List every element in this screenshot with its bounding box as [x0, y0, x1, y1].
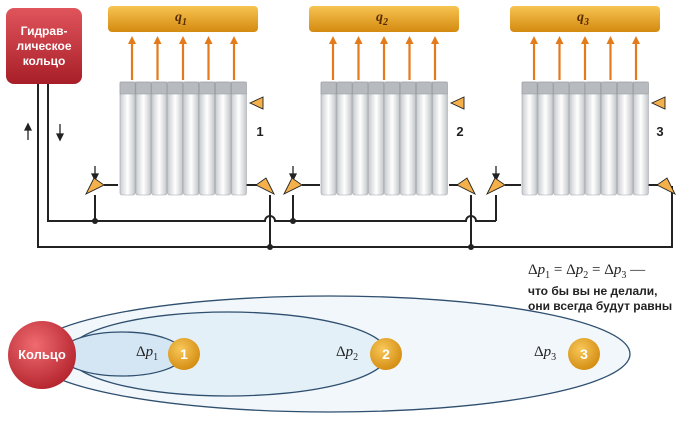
ring-label-line2: лическое — [16, 38, 72, 53]
heat-bar-3 — [510, 6, 660, 32]
inlet-valve — [282, 177, 303, 196]
radiator-1-fin-cap — [119, 81, 136, 95]
outlet-valve — [456, 177, 477, 196]
radiator-1-fin — [135, 81, 152, 196]
loop-3-number: 3 — [580, 346, 588, 362]
radiator-2-fin — [368, 81, 385, 196]
loop-1-pressure: Δp1 — [136, 344, 159, 363]
outlet-valve — [656, 177, 677, 196]
radiator-number-3: 3 — [656, 124, 664, 139]
loop-1-ellipse — [59, 331, 185, 377]
radiator-1-fin — [199, 81, 215, 196]
radiator-3-fin — [585, 81, 601, 196]
loop-3-ball — [568, 338, 600, 370]
radiator-1-fin — [183, 81, 200, 196]
radiator-3-fin — [553, 81, 570, 196]
radiator-2-fin — [384, 81, 401, 196]
radiator-3 — [485, 6, 677, 196]
radiator-1 — [84, 6, 276, 196]
inlet-valve — [84, 177, 105, 196]
inlet-valve — [485, 177, 506, 196]
radiator-2-fin — [400, 81, 416, 196]
radiator-3-fin-cap — [521, 81, 538, 95]
radiator-2 — [282, 6, 477, 196]
caption-line1: что бы вы не делали, — [528, 284, 658, 298]
radiator-3-fin-cap — [569, 81, 586, 95]
radiator-2-fin-cap — [400, 81, 416, 95]
heat-label-2: q2 — [376, 10, 388, 28]
pipe-junctions — [92, 218, 474, 250]
hydraulic-ring-label: Гидрав- лическое кольцо — [6, 8, 82, 84]
radiator-3-fin — [632, 81, 649, 196]
radiator-1-fin-cap — [167, 81, 184, 95]
radiator-2-fin-cap — [336, 81, 353, 95]
radiator-2-fin-cap — [352, 81, 369, 95]
air-vent — [449, 96, 465, 110]
radiator-3-fin — [601, 81, 617, 196]
loop-1-number: 1 — [180, 346, 188, 362]
radiator-1-fin-cap — [135, 81, 152, 95]
radiator-3-fin — [569, 81, 586, 196]
radiator-1-fin-cap — [231, 81, 247, 95]
radiator-2-fin — [416, 81, 432, 196]
loop-3-pressure: Δp3 — [534, 344, 557, 363]
radiator-3-fin-cap — [633, 81, 649, 95]
loop-2-ball — [370, 338, 402, 370]
radiator-2-fin — [431, 81, 448, 196]
loop-1-ball — [168, 338, 200, 370]
outlet-valve — [255, 177, 276, 196]
radiator-3-fin-cap — [617, 81, 633, 95]
heat-bar-2 — [309, 6, 459, 32]
radiator-3-fin — [521, 81, 538, 196]
pressure-equation: Δp1 = Δp2 = Δp3 — — [528, 262, 646, 281]
radiator-2-fin-cap — [384, 81, 400, 95]
radiator-number-2: 2 — [456, 124, 464, 139]
radiator-1-fin-cap — [151, 81, 168, 95]
radiator-3-fin-cap — [585, 81, 601, 95]
radiator-3-fin-cap — [601, 81, 617, 95]
radiator-number-1: 1 — [256, 124, 264, 139]
ring-ball — [8, 321, 76, 389]
radiator-2-fin — [336, 81, 353, 196]
loop-2-pressure: Δp2 — [336, 344, 359, 363]
heat-label-3: q3 — [577, 10, 589, 28]
radiator-2-fin-cap — [432, 81, 448, 95]
air-vent — [248, 96, 264, 110]
radiator-2-fin — [320, 81, 337, 196]
radiator-1-fin — [151, 81, 168, 196]
radiator-1-fin — [167, 81, 184, 196]
heat-label-1: q1 — [175, 10, 187, 28]
ring-label-line1: Гидрав- — [20, 23, 68, 38]
loop-2-number: 2 — [382, 346, 390, 362]
pipes — [37, 84, 673, 248]
radiator-1-fin — [215, 81, 231, 196]
radiator-1-fin — [231, 81, 247, 196]
hydraulic-ring-box — [6, 8, 82, 84]
radiator-2-fin-cap — [320, 81, 337, 95]
radiator-1-fin-cap — [215, 81, 231, 95]
radiator-1-fin — [119, 81, 136, 196]
ring-ball-label: Кольцо — [18, 347, 66, 362]
radiator-1-fin-cap — [183, 81, 199, 95]
radiator-3-fin — [617, 81, 633, 196]
loops-diagram — [8, 295, 631, 413]
radiator-3-fin-cap — [553, 81, 570, 95]
flow-arrows — [23, 122, 501, 182]
heat-bar-1 — [108, 6, 258, 32]
radiator-3-fin-cap — [537, 81, 554, 95]
caption-line2: они всегда будут равны — [528, 299, 673, 313]
ring-label-line3: кольцо — [22, 53, 66, 68]
radiator-2-fin-cap — [368, 81, 385, 95]
radiator-3-fin — [537, 81, 554, 196]
equation-caption: что бы вы не делали, они всегда будут ра… — [528, 284, 672, 314]
radiator-2-fin — [352, 81, 369, 196]
radiator-1-fin-cap — [199, 81, 215, 95]
radiator-2-fin-cap — [416, 81, 432, 95]
air-vent — [650, 96, 666, 110]
